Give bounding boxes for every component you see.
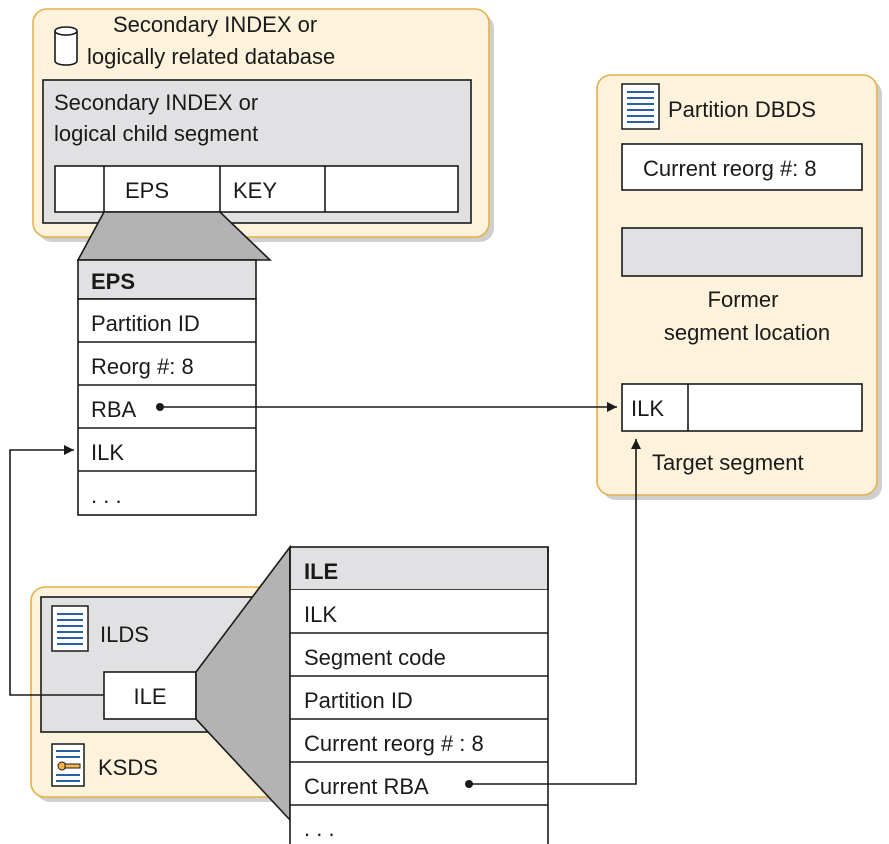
field-eps: EPS <box>125 178 169 203</box>
secondary-index-database: Secondary INDEX or logically related dat… <box>32 8 494 242</box>
eps-row-partition-id: Partition ID <box>91 311 200 336</box>
target-ilk: ILK <box>631 396 664 421</box>
ile-row-ilk: ILK <box>304 602 337 627</box>
ile-box-label: ILE <box>133 684 166 709</box>
ile-row-current-reorg: Current reorg # : 8 <box>304 731 484 756</box>
segment-title-line1: Secondary INDEX or <box>54 90 258 115</box>
current-rba-to-target-arrow <box>469 439 641 785</box>
connectors <box>9 402 641 788</box>
former-label-line2: segment location <box>664 320 830 345</box>
target-segment-row: ILK <box>621 383 863 432</box>
ile-table: ILE ILK Segment code Partition ID Curren… <box>289 546 549 844</box>
eps-row-ilk: ILK <box>91 440 124 465</box>
field-key: KEY <box>233 178 277 203</box>
eps-row-more: . . . <box>91 483 122 508</box>
former-label-line1: Former <box>708 287 779 312</box>
database-title-line2: logically related database <box>87 44 335 69</box>
ile-table-header: ILE <box>304 559 338 584</box>
ile-row-segment-code: Segment code <box>304 645 446 670</box>
partition-dbds-title: Partition DBDS <box>668 97 816 122</box>
partition-dbds: Partition DBDS Current reorg #: 8 Former… <box>596 74 882 500</box>
eps-table: EPS Partition ID Reorg #: 8 RBA ILK . . … <box>77 259 257 516</box>
eps-row-rba: RBA <box>91 397 137 422</box>
ile-row-current-rba: Current RBA <box>304 774 429 799</box>
segment-title-line2: logical child segment <box>54 121 258 146</box>
segment-field-row: EPS KEY <box>54 165 459 213</box>
document-icon <box>621 83 660 130</box>
ksds-label: KSDS <box>98 755 158 780</box>
ilds-label: ILDS <box>100 622 149 647</box>
database-cylinder-icon <box>54 26 78 66</box>
ile-row-more: . . . <box>304 816 335 841</box>
key-document-icon <box>51 743 85 787</box>
document-icon <box>51 605 89 652</box>
eps-expansion-funnel <box>76 211 272 261</box>
ile-to-ilk-arrow <box>9 445 104 696</box>
former-segment-box <box>621 227 863 277</box>
eps-table-header: EPS <box>91 269 135 294</box>
current-reorg-label: Current reorg #: 8 <box>643 156 817 181</box>
database-title-line1: Secondary INDEX or <box>113 12 317 37</box>
ile-row-partition-id: Partition ID <box>304 688 413 713</box>
target-segment-label: Target segment <box>652 450 804 475</box>
eps-row-reorg: Reorg #: 8 <box>91 354 194 379</box>
